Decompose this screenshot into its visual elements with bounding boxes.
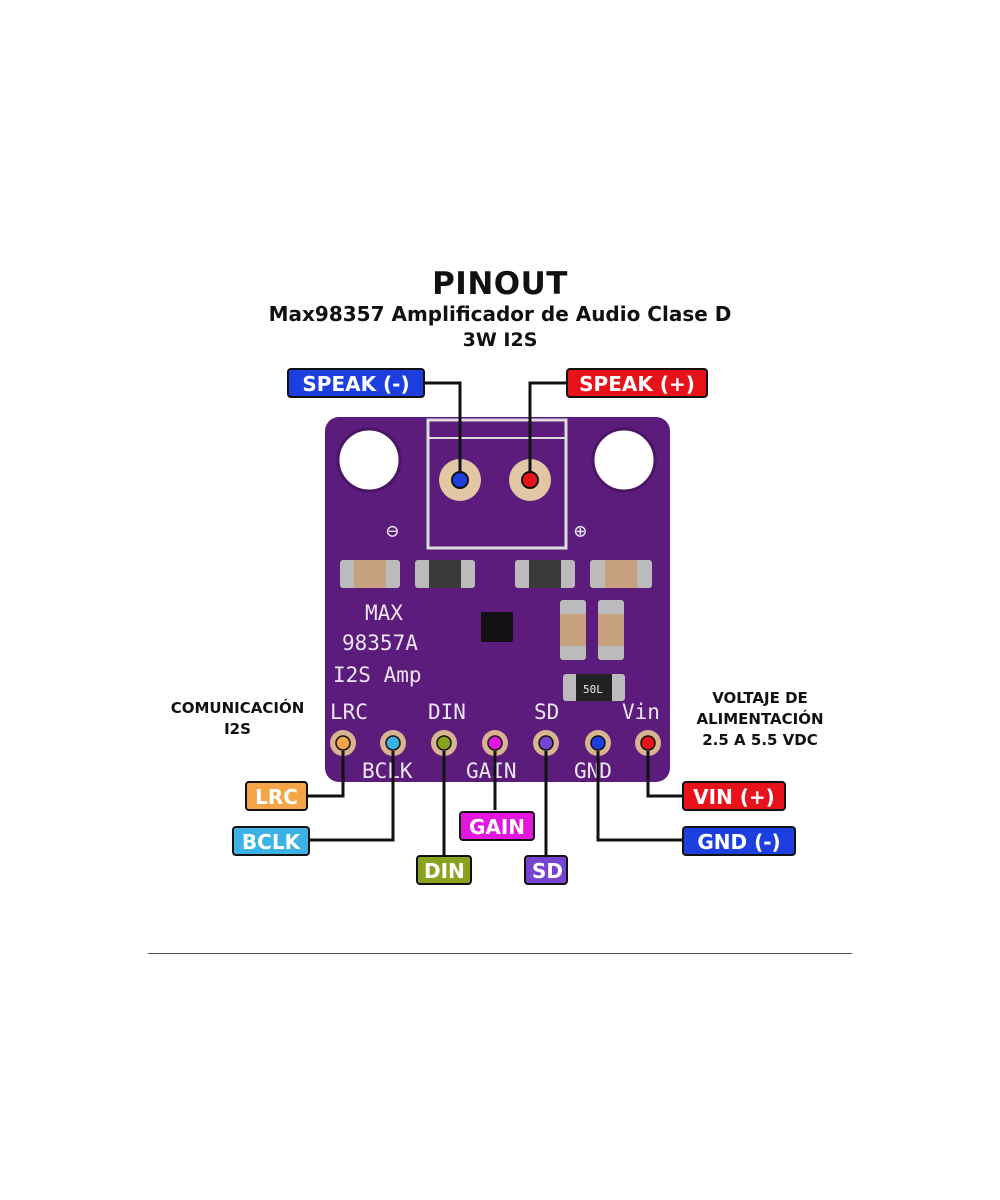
din-label: DIN xyxy=(416,855,472,885)
vin-label: VIN (+) xyxy=(682,781,786,811)
vertical-capacitors xyxy=(560,600,624,660)
lrc-label: LRC xyxy=(245,781,308,811)
sd-label: SD xyxy=(524,855,568,885)
silk-chip-line-3: I2S Amp xyxy=(333,663,422,687)
pin-name-din: DIN xyxy=(428,700,466,724)
plus-symbol: ⊕ xyxy=(574,519,587,543)
resistor-label: 50L xyxy=(583,683,603,696)
pin-name-sd: SD xyxy=(534,700,559,724)
silk-chip-line-1: MAX xyxy=(365,601,403,625)
header-pins xyxy=(330,730,661,756)
supply-voltage-note: VOLTAJE DE ALIMENTACIÓN 2.5 A 5.5 VDC xyxy=(696,689,824,749)
mounting-hole-right xyxy=(591,427,657,493)
pin-name-gnd: GND xyxy=(574,759,612,783)
speak-plus-dot xyxy=(521,471,539,489)
capacitor-row xyxy=(340,560,652,588)
speak-plus-label: SPEAK (+) xyxy=(566,368,708,398)
bclk-label: BCLK xyxy=(232,826,310,856)
pin-name-lrc: LRC xyxy=(330,700,368,724)
speak-minus-dot xyxy=(451,471,469,489)
divider-line xyxy=(148,953,852,954)
leader-lines xyxy=(308,381,682,855)
pin-name-gain: GAIN xyxy=(466,759,517,783)
subtitle-line-1: Max98357 Amplificador de Audio Clase D xyxy=(268,302,732,326)
pin-name-vin: Vin xyxy=(622,700,660,724)
page-title: PINOUT xyxy=(432,266,568,302)
subtitle-line-2: 3W I2S xyxy=(462,329,538,351)
gnd-label: GND (-) xyxy=(682,826,796,856)
i2s-communication-note: COMUNICACIÓN I2S xyxy=(170,699,305,738)
pin-name-bclk: BCLK xyxy=(362,759,413,783)
speak-minus-label: SPEAK (-) xyxy=(287,368,425,398)
resistor-body xyxy=(576,674,612,701)
amp-chip xyxy=(481,612,513,642)
minus-symbol: ⊖ xyxy=(386,519,399,543)
silk-chip-line-2: 98357A xyxy=(342,631,418,655)
terminal-outline xyxy=(426,418,568,550)
gain-label: GAIN xyxy=(459,811,535,841)
mounting-hole-left xyxy=(336,427,402,493)
